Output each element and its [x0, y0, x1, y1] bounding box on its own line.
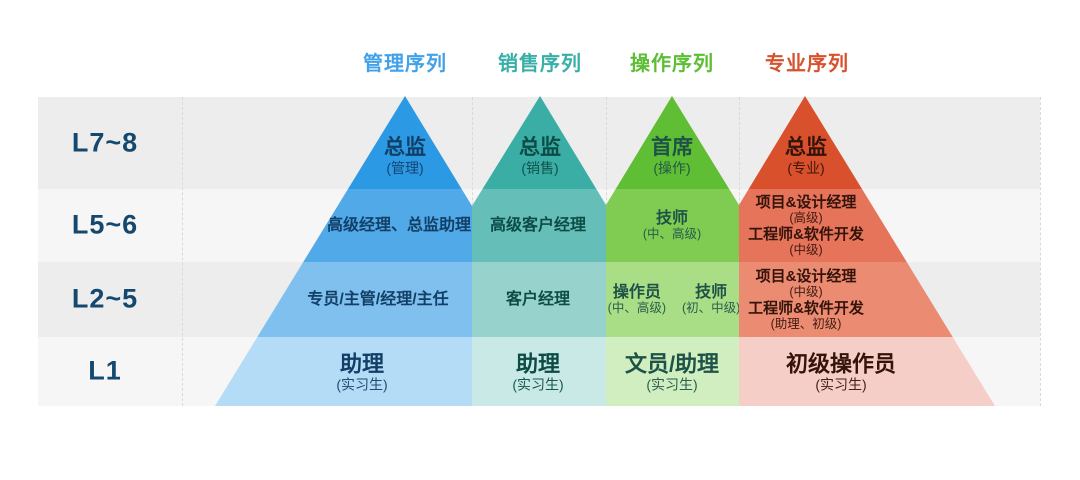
level-label-l7-8: L7~8 [71, 127, 139, 158]
tier-title: 高级经理、总监助理 [326, 216, 472, 234]
level-label-l1: L1 [88, 355, 122, 386]
tier-title: 技师 [695, 283, 728, 301]
tier-title: 客户经理 [505, 290, 571, 308]
tier-title: 工程师&软件开发 [748, 226, 864, 243]
tier-title: 总监 [519, 135, 561, 159]
pyramid-tier: 操作员 (中、高级) 技师 (初、中级) [606, 262, 741, 337]
pyramid-tier: 技师 (中、高级) [606, 189, 739, 262]
sequence-header-management: 管理序列 [363, 53, 447, 75]
level-label-l2-5: L2~5 [71, 283, 139, 314]
tier-title: 助理 [515, 350, 561, 376]
sequence-header-sales: 销售序列 [498, 53, 582, 75]
tier-subtitle: (操作) [653, 159, 691, 176]
sequence-header-operations: 操作序列 [630, 53, 714, 75]
tier-pair: 工程师&软件开发 (中级) [748, 226, 864, 258]
tier-title: 文员/助理 [624, 350, 720, 376]
tier-subtitle: (中级) [789, 243, 823, 257]
tier-subtitle: (高级) [789, 210, 823, 225]
tier-title: 总监 [384, 135, 426, 159]
tier-column: 技师 (初、中级) [682, 283, 741, 315]
tier-pair: 工程师&软件开发 (助理、初级) [748, 300, 864, 332]
tier-title: 工程师&软件开发 [748, 300, 864, 317]
tier-title: 专员/主管/经理/主任 [307, 290, 449, 308]
tier-title: 项目&设计经理 [755, 193, 857, 211]
pyramid-tier: 助理 (实习生) [215, 337, 472, 406]
tier-title: 初级操作员 [785, 350, 897, 376]
pyramid-tier: 助理 (实习生) [472, 337, 606, 406]
pyramid-tier: 客户经理 [472, 262, 606, 337]
tier-subtitle: (管理) [386, 159, 424, 176]
tier-subtitle: (实习生) [512, 376, 564, 393]
tier-subtitle: (实习生) [336, 376, 388, 393]
tier-subtitle: (初、中级) [682, 300, 741, 315]
pyramid-tier: 初级操作员 (实习生) [739, 337, 995, 406]
tier-title: 高级客户经理 [489, 216, 587, 234]
tier-subtitle: (实习生) [815, 376, 867, 393]
tier-subtitle: (中级) [789, 284, 823, 299]
sequence-header-professional: 专业序列 [765, 53, 849, 75]
tier-title: 总监 [785, 135, 827, 159]
tier-title: 操作员 [612, 283, 661, 301]
tier-subtitle: (中、高级) [642, 226, 702, 241]
tier-subtitle: (专业) [787, 159, 825, 176]
tier-pair: 项目&设计经理 (中级) [748, 267, 864, 299]
column-divider [1040, 97, 1041, 406]
column-divider [182, 97, 183, 406]
pyramid-tier: 文员/助理 (实习生) [606, 337, 739, 406]
tier-subtitle: (实习生) [646, 376, 698, 393]
tier-title: 技师 [655, 209, 689, 227]
tier-subtitle: (中、高级) [607, 300, 666, 315]
tier-subtitle: (助理、初级) [770, 317, 842, 331]
tier-title: 首席 [651, 135, 693, 159]
tier-title: 项目&设计经理 [755, 267, 857, 285]
tier-pair: 项目&设计经理 (高级) [748, 193, 864, 225]
pyramid-tier: 高级客户经理 [472, 189, 606, 262]
level-label-l5-6: L5~6 [71, 209, 139, 240]
tier-title: 助理 [339, 350, 385, 376]
tier-column: 操作员 (中、高级) [608, 283, 666, 315]
tier-subtitle: (销售) [521, 159, 559, 176]
